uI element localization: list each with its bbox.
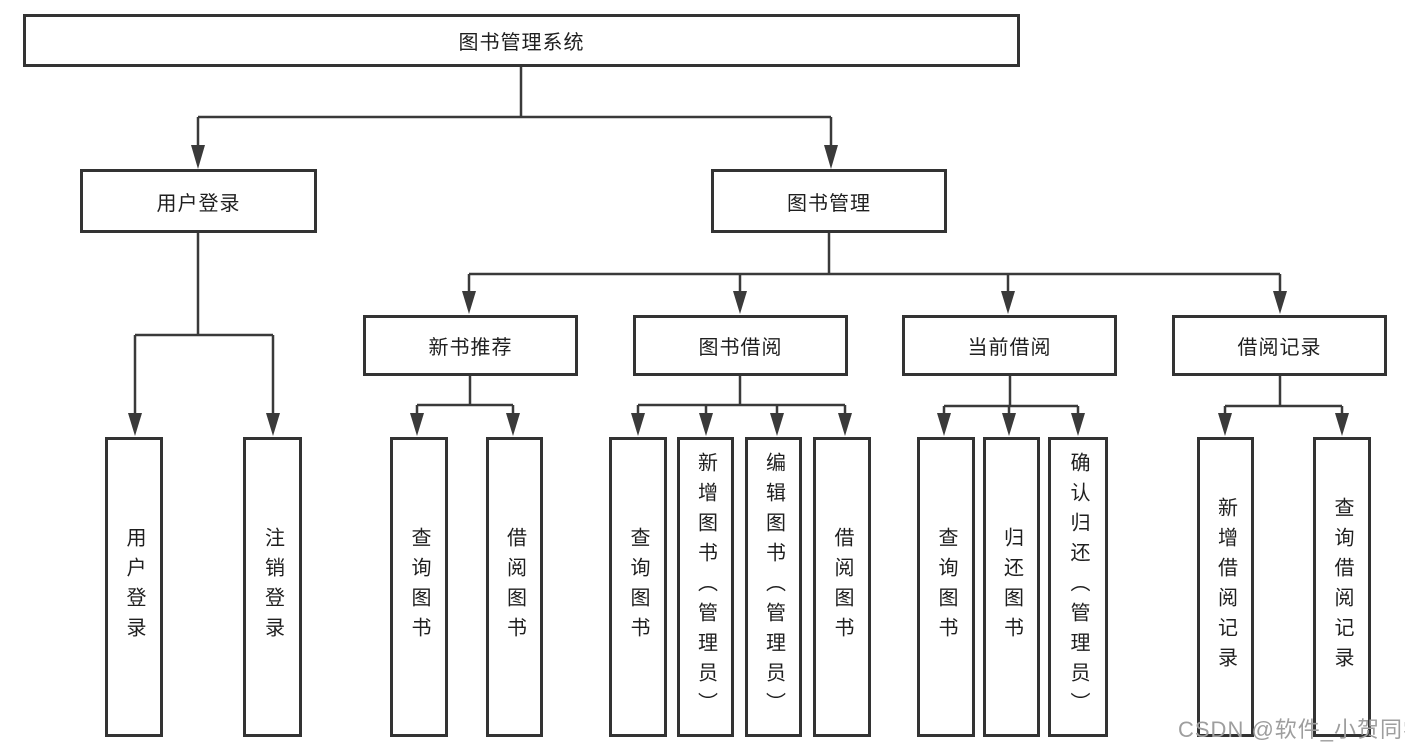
node-user-login-label: 用户登录 [156, 192, 241, 215]
node-user-login: 用户登录 [80, 169, 317, 233]
arrow-down-icon [1001, 291, 1015, 314]
arrow-down-icon [733, 291, 747, 314]
node-query-book-1: 查询图书 [390, 437, 448, 737]
node-return-book: 归还图书 [983, 437, 1040, 737]
node-borrow-book-2: 借阅图书 [813, 437, 871, 737]
arrow-down-icon [838, 413, 852, 436]
arrow-down-icon [699, 413, 713, 436]
connector-borrow-record [1223, 376, 1344, 415]
node-query-book-3: 查询图书 [917, 437, 975, 737]
arrow-down-icon [1002, 413, 1016, 436]
arrow-down-icon [1218, 413, 1232, 436]
arrow-down-icon [128, 413, 142, 436]
node-query-borrow-record: 查询借阅记录 [1313, 437, 1371, 737]
arrow-down-icon [1273, 291, 1287, 314]
arrow-down-icon [410, 413, 424, 436]
arrow-down-icon [506, 413, 520, 436]
connector-book-mgmt [467, 233, 1282, 293]
node-current-borrow: 当前借阅 [902, 315, 1117, 376]
connector-new-book [415, 376, 515, 415]
connector-root [196, 67, 833, 147]
arrow-down-icon [937, 413, 951, 436]
arrow-down-icon [1071, 413, 1085, 436]
node-add-borrow-record: 新增借阅记录 [1197, 437, 1254, 737]
arrow-down-icon [1335, 413, 1349, 436]
connector-current-borrow [942, 376, 1080, 415]
node-query-book-2: 查询图书 [609, 437, 667, 737]
arrow-down-icon [191, 145, 205, 169]
arrow-down-icon [462, 291, 476, 314]
node-root-label: 图书管理系统 [458, 32, 585, 54]
watermark: CSDN @软件_小贺同学 [1178, 717, 1405, 742]
node-new-book-recommend: 新书推荐 [363, 315, 578, 376]
node-book-management-label: 图书管理 [787, 192, 871, 215]
node-book-management: 图书管理 [711, 169, 947, 233]
node-confirm-return-admin: 确认归还（管理员） [1048, 437, 1108, 737]
arrow-down-icon [824, 145, 838, 169]
connector-user-login [133, 233, 275, 415]
node-add-book-admin: 新增图书（管理员） [677, 437, 734, 737]
node-edit-book-admin: 编辑图书（管理员） [745, 437, 802, 737]
arrow-down-icon [770, 413, 784, 436]
arrow-down-icon [631, 413, 645, 436]
node-user-login-leaf: 用户登录 [105, 437, 163, 737]
connector-book-borrow [636, 376, 847, 415]
arrow-down-icon [266, 413, 280, 436]
node-book-borrow: 图书借阅 [633, 315, 848, 376]
node-borrow-record: 借阅记录 [1172, 315, 1387, 376]
node-logout-leaf: 注销登录 [243, 437, 302, 737]
node-borrow-book-1: 借阅图书 [486, 437, 543, 737]
node-root: 图书管理系统 [23, 14, 1020, 67]
